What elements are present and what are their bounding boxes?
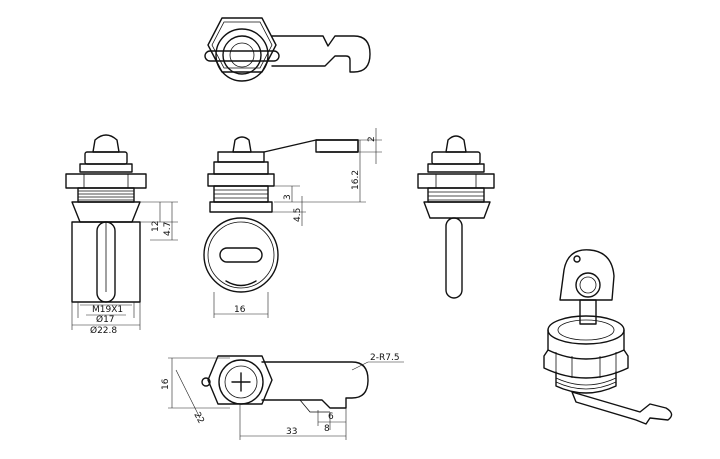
dim-8: 8 — [324, 424, 330, 434]
isometric-view — [543, 249, 673, 425]
dim-4-5: 4.5 — [293, 208, 303, 222]
dim-16-2: 16.2 — [351, 170, 361, 190]
dim-2: 2 — [367, 136, 377, 142]
dim-outer-diameter: Ø22.8 — [90, 325, 117, 336]
dim-inner-diameter: Ø17 — [96, 314, 115, 325]
bottom-view — [168, 355, 404, 440]
top-view — [204, 17, 371, 82]
front-left-view — [65, 134, 178, 330]
dim-4-7: 4.7 — [163, 222, 173, 236]
front-center-view — [203, 128, 382, 318]
front-right-view — [417, 135, 495, 299]
dim-3: 3 — [283, 194, 293, 200]
dim-33: 33 — [286, 427, 297, 437]
dim-thread: M19X1 — [92, 305, 123, 315]
dim-12: 12 — [151, 221, 161, 232]
dim-16-width: 16 — [234, 305, 246, 315]
dim-radius: 2-R7.5 — [370, 353, 400, 363]
dim-16-height: 16 — [161, 378, 171, 390]
dim-diameter-22: 22 — [191, 411, 205, 426]
dim-6: 6 — [328, 412, 334, 422]
